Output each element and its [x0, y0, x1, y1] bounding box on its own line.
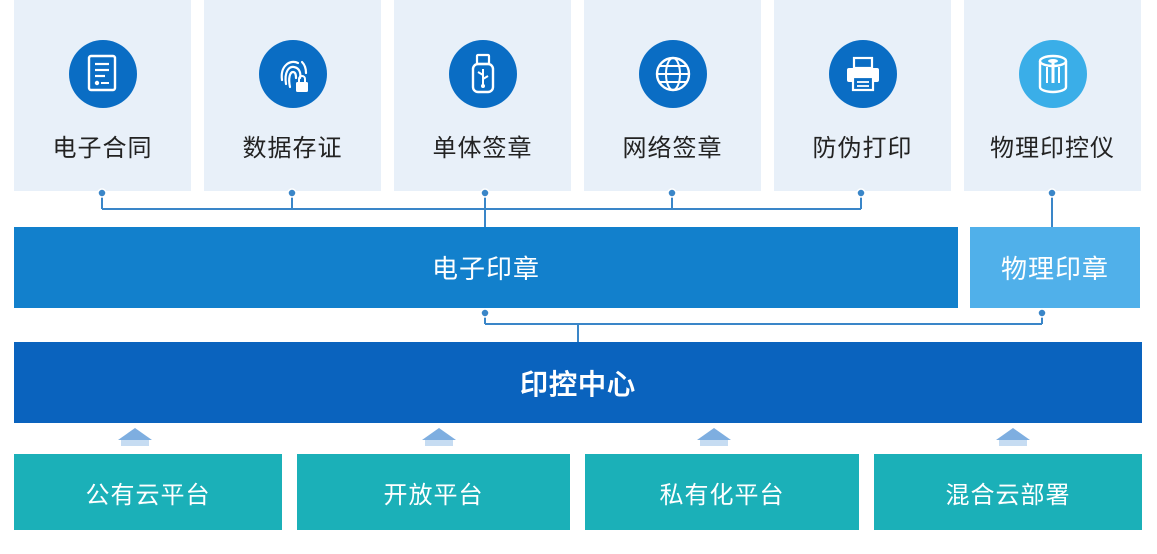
usb-key-icon — [449, 40, 517, 108]
card-electronic-contract: 电子合同 — [14, 0, 191, 191]
contract-document-icon — [69, 40, 137, 108]
platform-label: 公有云平台 — [85, 480, 211, 509]
platform-label: 混合云部署 — [945, 480, 1071, 509]
card-label: 物理印控仪 — [990, 134, 1115, 162]
card-label: 电子合同 — [52, 134, 153, 162]
physical-seal-label: 物理印章 — [1000, 255, 1109, 285]
seal-control-center-label: 印控中心 — [519, 367, 636, 401]
card-label: 单体签章 — [432, 134, 533, 162]
platform-label: 开放平台 — [383, 480, 484, 509]
physical-seal-bar: 物理印章 — [970, 227, 1140, 308]
platform-private: 私有化平台 — [585, 454, 859, 530]
card-physical-seal-device: 物理印控仪 — [964, 0, 1141, 191]
globe-icon — [639, 40, 707, 108]
fingerprint-lock-icon — [259, 40, 327, 108]
platform-hybrid-cloud: 混合云部署 — [874, 454, 1142, 530]
printer-icon — [829, 40, 897, 108]
card-label: 防伪打印 — [812, 134, 913, 162]
card-anti-counterfeit-print: 防伪打印 — [774, 0, 951, 191]
seal-device-icon — [1019, 40, 1087, 108]
card-single-seal: 单体签章 — [394, 0, 571, 191]
card-data-evidence: 数据存证 — [204, 0, 381, 191]
electronic-seal-bar: 电子印章 — [14, 227, 958, 308]
electronic-seal-label: 电子印章 — [431, 255, 540, 285]
platform-open: 开放平台 — [297, 454, 570, 530]
card-label: 网络签章 — [622, 134, 723, 162]
card-network-seal: 网络签章 — [584, 0, 761, 191]
card-label: 数据存证 — [242, 134, 343, 162]
platform-label: 私有化平台 — [659, 480, 785, 509]
platform-public-cloud: 公有云平台 — [14, 454, 282, 530]
seal-control-center-bar: 印控中心 — [14, 342, 1142, 423]
